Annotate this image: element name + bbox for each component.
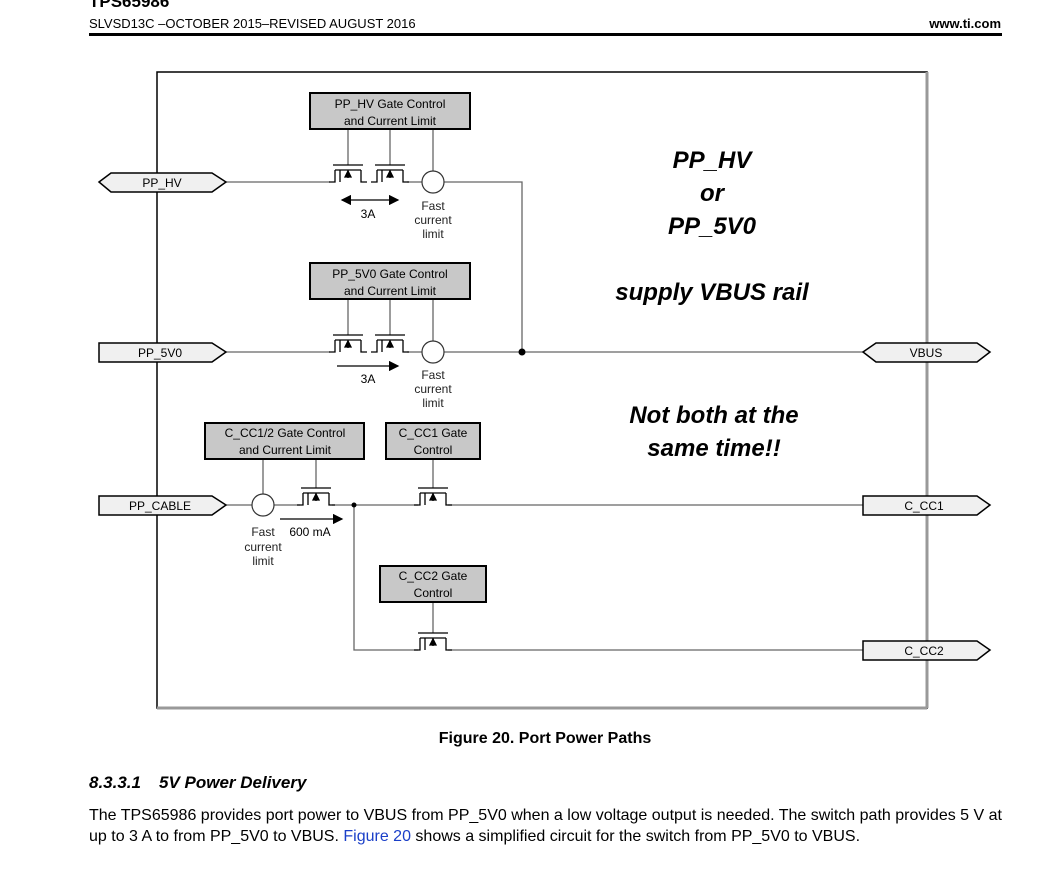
port-c-cc2 (862, 640, 992, 661)
port-label: PP_HV (142, 176, 181, 190)
block-label: C_CC1 Gate (399, 426, 468, 440)
mosfet-arrow-icon (343, 169, 353, 178)
block-label: C_CC1/2 Gate Control (225, 426, 346, 440)
5v0-gate-control-block (309, 262, 471, 300)
port-label: C_CC2 (904, 644, 944, 658)
annotation-text: Not both at the (629, 402, 798, 429)
website-link[interactable]: www.ti.com (929, 16, 1001, 31)
port-vbus (861, 342, 992, 363)
port-pp-5v0 (98, 342, 228, 363)
section-heading: 8.3.3.1 5V Power Delivery (89, 773, 306, 793)
annotation-text: or (700, 180, 726, 207)
current-sense-cable (251, 493, 275, 517)
document-id: SLVSD13C –OCTOBER 2015–REVISED AUGUST 20… (89, 16, 416, 31)
annotation-text: same time!! (647, 435, 780, 462)
annotation-text: PP_HV (673, 147, 754, 174)
fast-limit-label: limit (252, 554, 274, 568)
figure-caption: Figure 20. Port Power Paths (438, 730, 652, 747)
port-pp-hv (97, 172, 228, 193)
current-label: 3A (361, 207, 376, 221)
section-title: 5V Power Delivery (159, 773, 307, 792)
fast-limit-label: current (414, 382, 452, 396)
block-label: C_CC2 Gate (399, 569, 468, 583)
current-sense-5v0 (421, 340, 445, 364)
mosfet-arrow-icon (385, 339, 395, 348)
junction-dot (518, 348, 526, 356)
mosfet-arrow-icon (311, 492, 321, 501)
port-label: PP_CABLE (129, 499, 191, 513)
port-label: VBUS (910, 346, 943, 360)
figure-link[interactable]: Figure 20 (343, 828, 411, 845)
device-boundary (156, 71, 928, 709)
paragraph-text: The TPS65986 provides port power to VBUS… (89, 807, 1002, 845)
cc2-gate-control-block (379, 565, 487, 603)
paragraph-text: shows a simplified circuit for the switc… (410, 828, 861, 845)
fast-limit-label: limit (422, 227, 444, 241)
port-label: C_CC1 (904, 499, 944, 513)
port-pp-cable (98, 495, 228, 516)
mosfet-arrow-icon (385, 169, 395, 178)
block-label: and Current Limit (344, 114, 437, 128)
current-sense-hv (421, 170, 445, 194)
block-label: PP_HV Gate Control (335, 97, 446, 111)
document-title: TPS65986 (89, 0, 170, 11)
fast-limit-label: Fast (251, 525, 275, 539)
block-label: Control (414, 586, 453, 600)
block-label: PP_5V0 Gate Control (332, 267, 447, 281)
mosfet-arrow-icon (343, 339, 353, 348)
current-label: 600 mA (289, 525, 330, 539)
fast-limit-label: current (414, 213, 452, 227)
block-label: and Current Limit (239, 443, 332, 457)
port-c-cc1 (862, 495, 992, 516)
fast-limit-label: Fast (421, 199, 445, 213)
cc12-gate-control-block (204, 422, 365, 460)
header-rule (89, 33, 1002, 36)
section-number: 8.3.3.1 (89, 773, 141, 792)
fast-limit-label: Fast (421, 368, 445, 382)
fast-limit-label: current (244, 540, 282, 554)
mosfet-arrow-icon (428, 637, 438, 646)
current-label: 3A (361, 372, 376, 386)
mosfet-arrow-icon (428, 492, 438, 501)
cc1-gate-control-block (385, 422, 481, 460)
wires (226, 129, 863, 651)
port-label: PP_5V0 (138, 346, 182, 360)
block-label: Control (414, 443, 453, 457)
annotation-text: supply VBUS rail (615, 279, 810, 306)
fast-limit-label: limit (422, 396, 444, 410)
hv-gate-control-block (309, 92, 471, 130)
block-label: and Current Limit (344, 284, 437, 298)
body-paragraph: The TPS65986 provides port power to VBUS… (89, 805, 1002, 847)
annotation-text: PP_5V0 (668, 213, 757, 240)
junction-dot (351, 502, 357, 508)
